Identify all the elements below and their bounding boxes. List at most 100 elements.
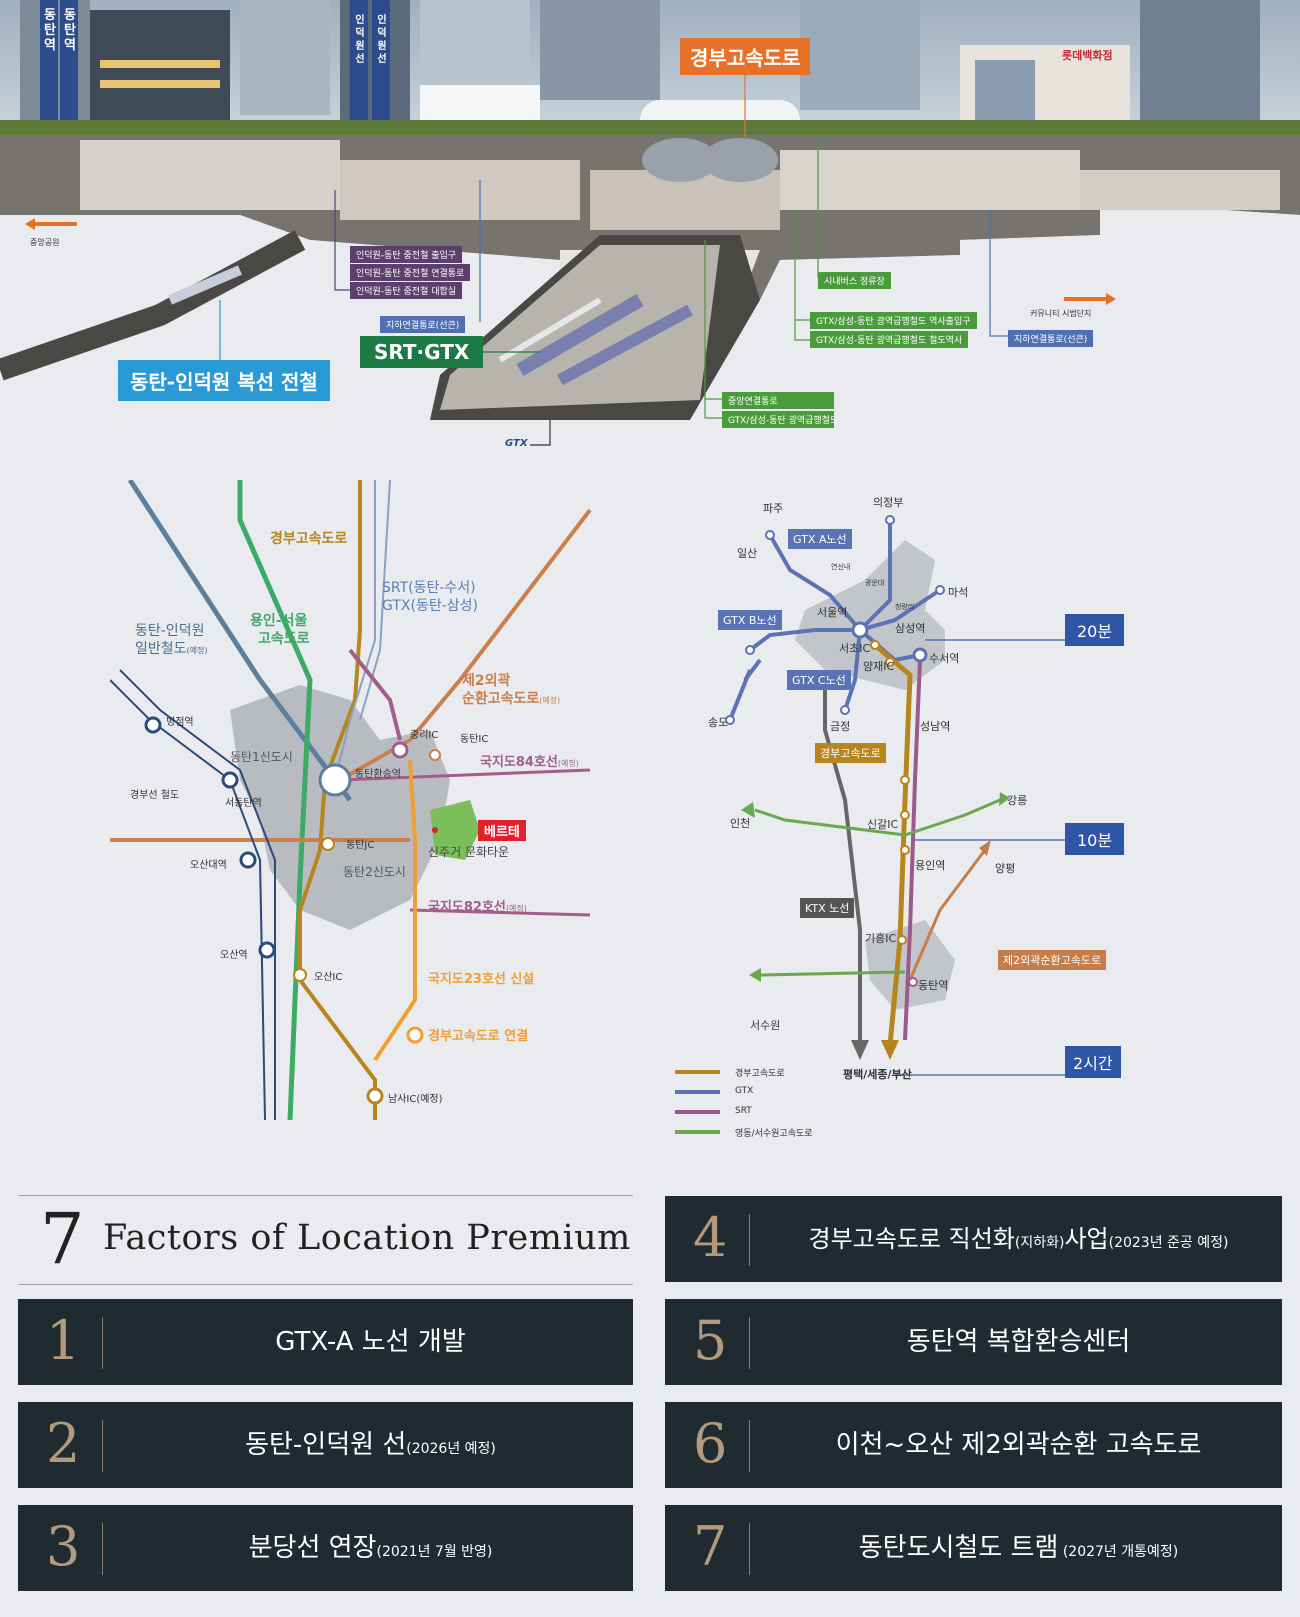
ring-label-2: 순환고속도로(예정) <box>462 691 561 707</box>
hub-station-label: 동탄환승역 <box>355 769 401 780</box>
factor-1: 1 GTX-A 노선 개발 <box>18 1299 633 1385</box>
paju-label: 파주 <box>763 502 784 515</box>
arrow-left-icon <box>25 215 77 230</box>
seoul-station-label: 서울역 <box>817 606 848 619</box>
indeok-label-2: 일반철도(예정) <box>135 641 208 657</box>
dongtan-station-label: 동탄역 <box>918 979 949 992</box>
songdo-label: 송도 <box>708 716 729 729</box>
nr23-label: 국지도23호선 신설 <box>428 972 535 987</box>
factor-number: 6 <box>693 1412 728 1475</box>
central-park-label: 중앙공원 <box>30 238 60 247</box>
factors-title: 7 Factors of Location Premium <box>18 1195 633 1285</box>
yongin-label-2: 고속도로 <box>258 631 310 647</box>
dept-store-sign: 롯데백화점 <box>1062 49 1113 62</box>
regional-transport-map: 파주 의정부 GTX A노선 일산 연신내 광운대 마석 청량리 GTX B노선… <box>665 480 1285 1140</box>
dongtan-jc-label: 동탄JC <box>346 840 375 851</box>
factor-text: 경부고속도로 직선화(지하화)사업(2023년 준공 예정) <box>808 1225 1229 1253</box>
factor-divider <box>749 1317 750 1369</box>
gyeongbu-highway-tag: 경부고속도로 <box>680 38 811 75</box>
legend-gtx: GTX <box>735 1086 754 1096</box>
leader-lines <box>219 70 1008 446</box>
byeongjeom-label: 병점역 <box>166 717 194 728</box>
osandae-label: 오산대역 <box>190 860 227 871</box>
regional-map-svg <box>675 515 1065 1134</box>
legend-gyeongbu: 경부고속도로 <box>735 1069 785 1079</box>
seongnam-label: 성남역 <box>920 720 951 733</box>
tag-underpass-right: 지하연결통로(선큰) <box>1008 330 1094 347</box>
dongtan1-label: 동탄1신도시 <box>230 750 293 764</box>
time-20-badge: 20분 <box>1065 614 1125 646</box>
gtx-b-badge: GTX B노선 <box>718 610 782 630</box>
legend-srt: SRT <box>735 1106 752 1116</box>
tag-indeok-entrance: 인덕원-동탄 중전철 출입구 <box>350 246 463 263</box>
srt-label-1: SRT(동탄-수서) <box>382 580 476 596</box>
seocho-ic-label: 서초IC <box>839 642 871 655</box>
gwangundae-label: 광운대 <box>865 579 885 587</box>
tag-indeok-hall: 인덕원-동탄 중전철 대합실 <box>350 282 463 299</box>
factor-divider <box>102 1523 103 1575</box>
gyeongbu-badge: 경부고속도로 <box>815 743 886 763</box>
nr82-label: 국지도82호선(예정) <box>428 900 527 915</box>
local-map-svg <box>109 478 592 1121</box>
factor-text: 동탄도시철도 트램 (2027년 개통예정) <box>858 1533 1179 1563</box>
gyeongbu-label: 경부고속도로 <box>270 531 348 547</box>
factor-7: 7 동탄도시철도 트램 (2027년 개통예정) <box>665 1505 1282 1591</box>
jungri-ic-label: 중리IC <box>410 730 439 741</box>
seosuwon-label: 서수원 <box>750 1019 781 1032</box>
tag-central-passage: 중앙연결통로 <box>722 392 834 409</box>
ilsan-label: 일산 <box>737 547 758 560</box>
seodongtan-label: 서동탄역 <box>225 798 262 809</box>
gb-connect-label: 경부고속도로 연결 <box>428 1029 529 1044</box>
factor-5: 5 동탄역 복합환승센터 <box>665 1299 1282 1385</box>
factors-title-text: Factors of Location Premium <box>103 1218 631 1258</box>
tag-underpass-left: 지하연결통로(선큰) <box>380 316 466 333</box>
srt-label-2: GTX(동탄-삼성) <box>382 598 478 614</box>
indeok-label-1: 동탄-인덕원 <box>135 623 205 639</box>
factor-number: 4 <box>693 1206 728 1269</box>
factor-text: 동탄역 복합환승센터 <box>906 1327 1131 1357</box>
tower-banner-2: 동탄역 <box>64 8 76 53</box>
samseong-label: 삼성역 <box>895 622 926 635</box>
indeok-line-tag: 동탄-인덕원 복선 전철 <box>118 360 330 401</box>
yongin-station-label: 용인역 <box>915 859 946 872</box>
tower-banner-4: 인덕원선 <box>377 15 387 65</box>
factor-3: 3 분당선 연장(2021년 7월 반영) <box>18 1505 633 1591</box>
suseo-label: 수서역 <box>929 652 960 665</box>
ring-label-1: 제2외곽 <box>462 673 511 689</box>
station-cutaway-illustration: 동탄역 동탄역 인덕원선 인덕원선 경부고속도로 롯데백화점 중앙공원 커뮤니티… <box>0 0 1300 460</box>
ring-badge: 제2외곽순환고속도로 <box>998 950 1107 970</box>
tower-banner-1: 동탄역 <box>44 8 56 53</box>
factor-divider <box>102 1420 103 1472</box>
factor-text: 분당선 연장(2021년 7월 반영) <box>248 1533 493 1563</box>
cheongnyangni-label: 청량리 <box>895 603 915 611</box>
time-2h-badge: 2시간 <box>1065 1046 1121 1078</box>
time-10-badge: 10분 <box>1065 823 1125 855</box>
tag-gtx-rail: GTX/삼성-동탄 광역급행철도 <box>722 411 838 428</box>
ktx-badge: KTX 노선 <box>800 898 855 918</box>
dongtan-ic-label: 동탄IC <box>460 734 489 745</box>
factor-number: 1 <box>46 1309 81 1372</box>
yeonsinnae-label: 연신내 <box>831 563 851 571</box>
tag-bus-stop: 시내버스 정류장 <box>818 272 891 289</box>
community-label: 커뮤니티 시범단지 <box>1030 309 1092 318</box>
factor-text: GTX-A 노선 개발 <box>275 1327 466 1357</box>
factor-6: 6 이천~오산 제2외곽순환 고속도로 <box>665 1402 1282 1488</box>
tag-gtx-entrance: GTX/삼성-동탄 광역급행철도 역사출입구 <box>810 312 977 329</box>
factor-divider <box>102 1317 103 1369</box>
srt-gtx-tag: SRT·GTX <box>360 336 484 368</box>
tag-indeok-passage: 인덕원-동탄 중전철 연결통로 <box>350 264 471 281</box>
nr84-label: 국지도84호선(예정) <box>480 755 579 770</box>
verte-badge: 베르테 <box>478 820 526 841</box>
factor-text: 이천~오산 제2외곽순환 고속도로 <box>835 1430 1202 1460</box>
cutaway-drawing <box>0 0 1300 460</box>
incheon-label: 인천 <box>730 817 751 830</box>
singal-ic-label: 신갈IC <box>867 818 899 831</box>
factor-2: 2 동탄-인덕원 선(2026년 예정) <box>18 1402 633 1488</box>
factor-divider <box>749 1523 750 1575</box>
factor-divider <box>749 1420 750 1472</box>
yangjae-ic-label: 양재IC <box>863 660 895 673</box>
gangneung-label: 강릉 <box>1007 794 1028 807</box>
legend-yeongdong: 영동/서수원고속도로 <box>735 1129 813 1139</box>
geumjeong-label: 금정 <box>830 720 851 733</box>
namsa-ic-label: 남사IC(예정) <box>388 1094 443 1105</box>
